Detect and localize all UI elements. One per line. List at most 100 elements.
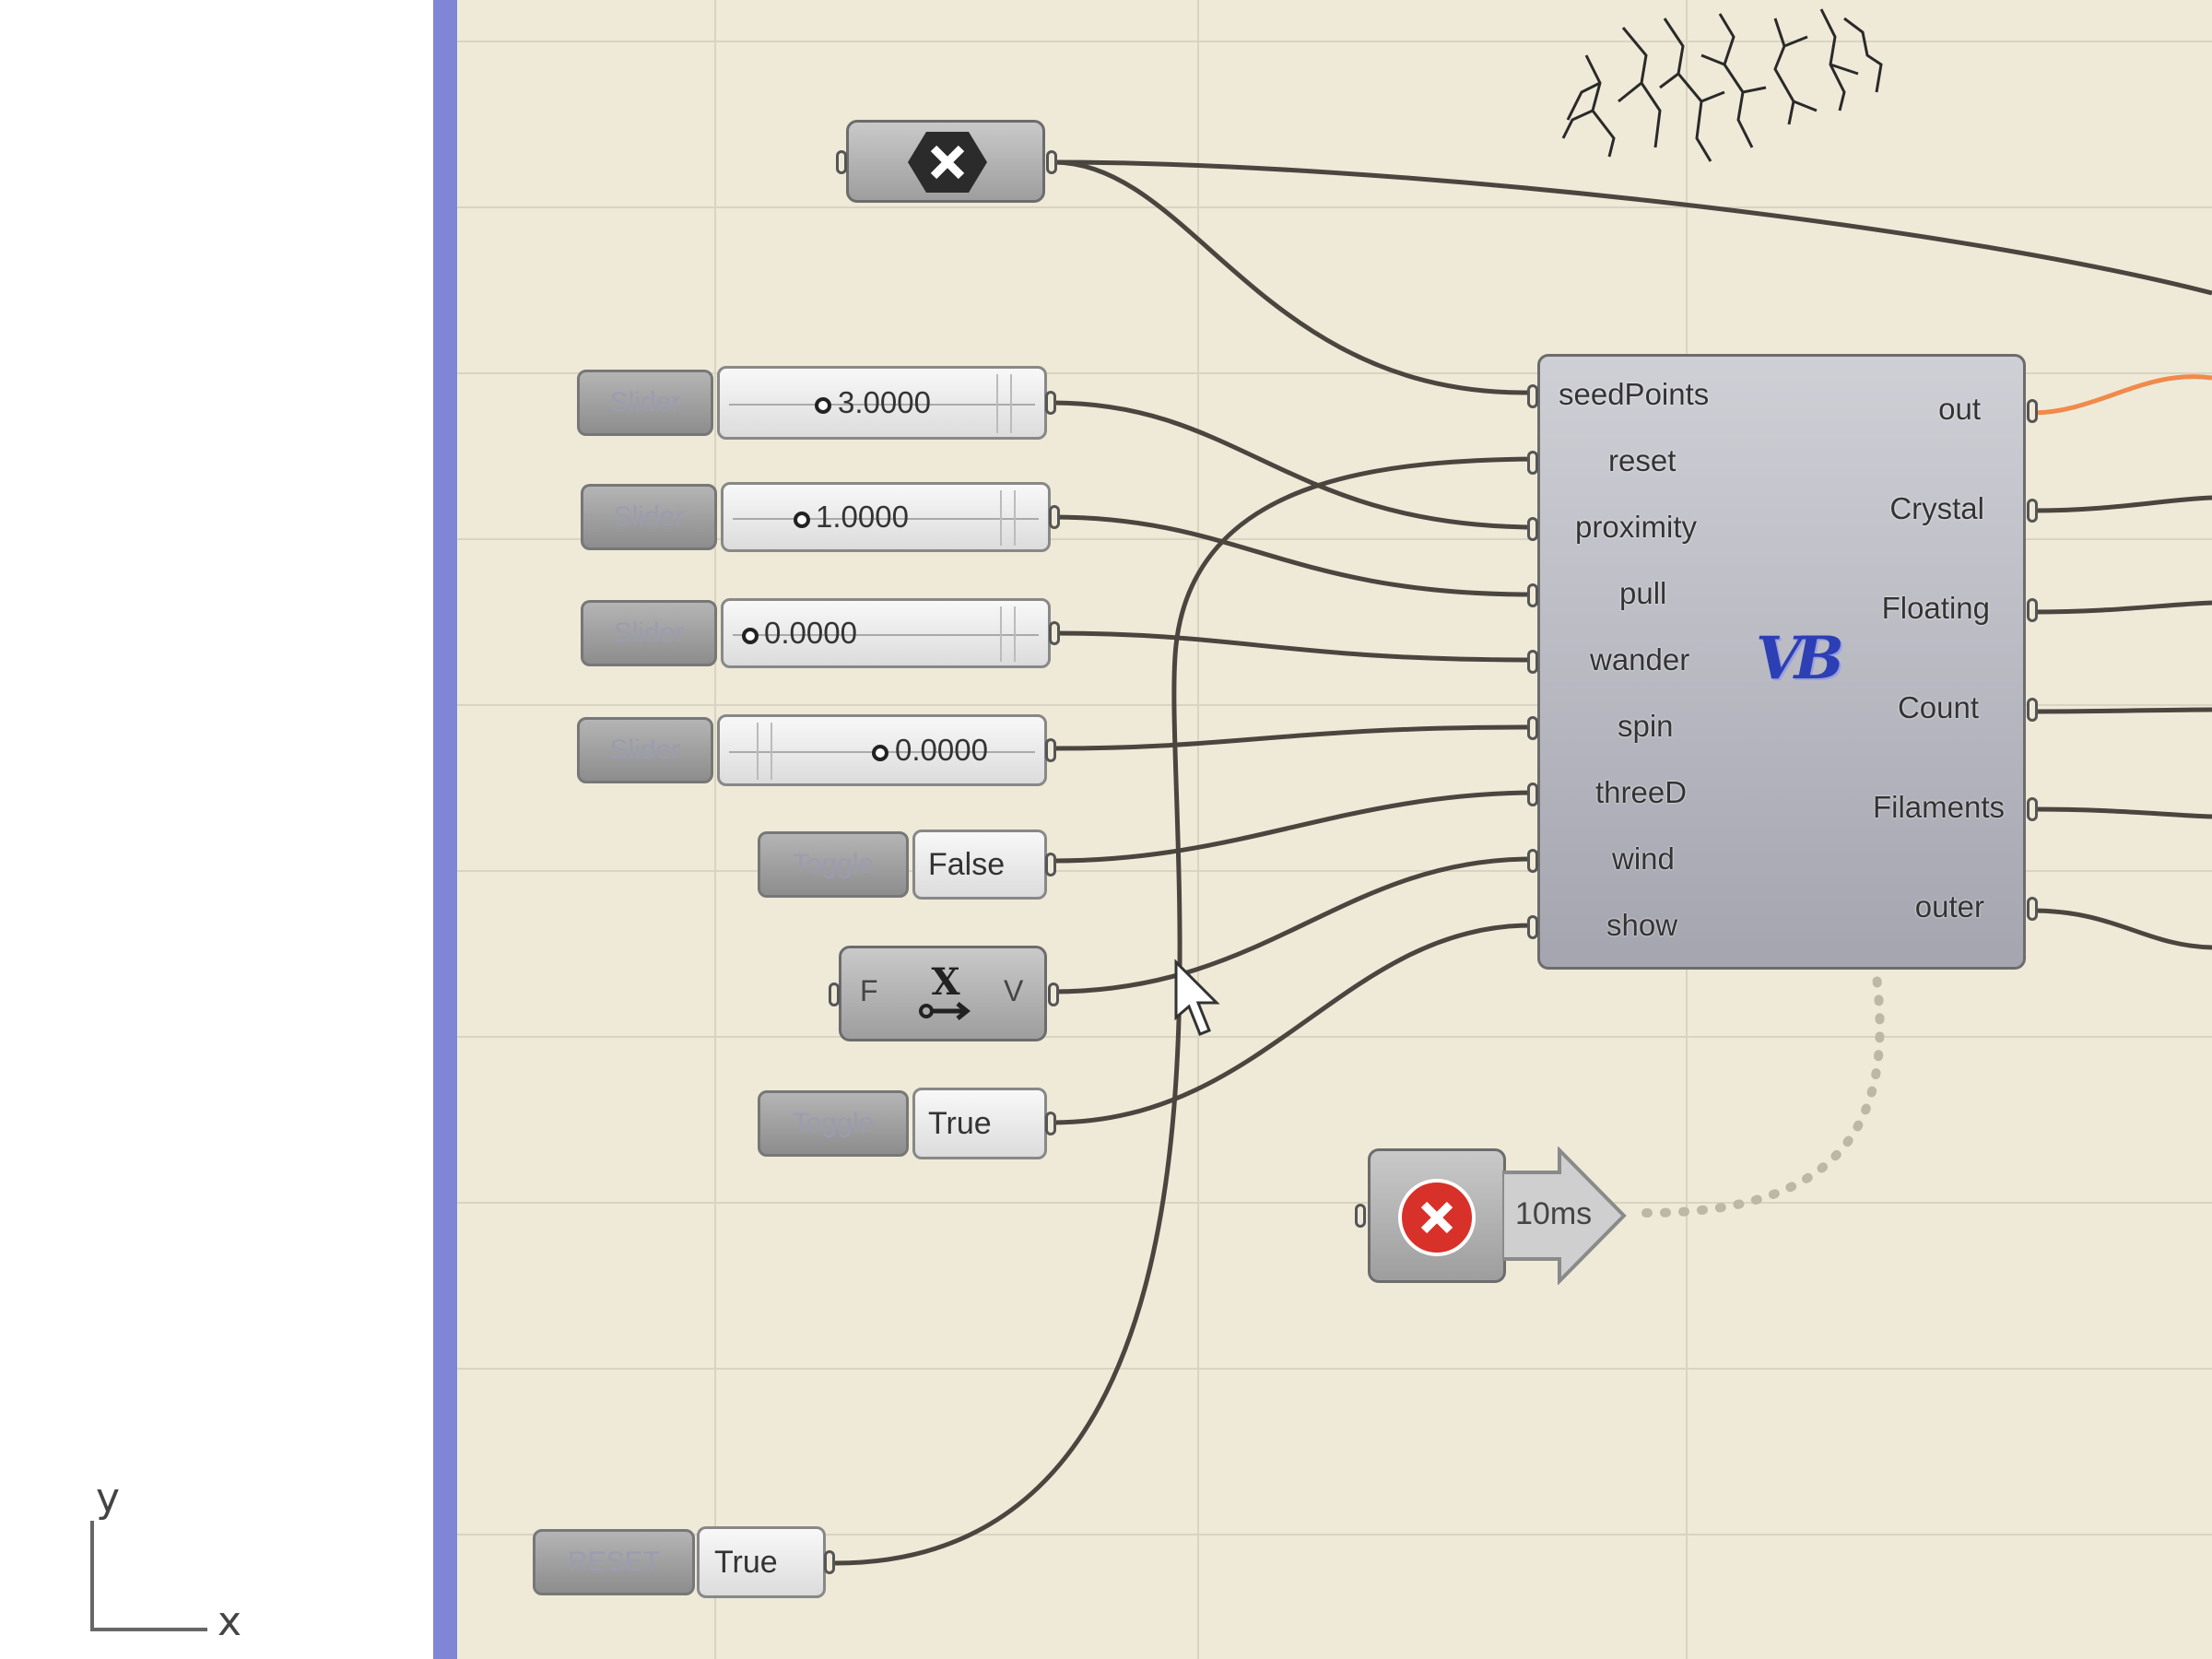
wire-main-longrun [1052,159,2212,296]
input-spin: spin [1618,709,1674,743]
stop-icon[interactable] [1396,1177,1477,1258]
bool-param[interactable] [836,120,1057,203]
output-grip[interactable] [2027,499,2038,523]
output-grip[interactable] [824,1550,835,1574]
output-grip[interactable] [1045,738,1056,762]
slider-knob[interactable] [872,745,888,761]
wire-out-active [2030,374,2212,416]
wire-out-crystal [2030,495,2212,513]
input-grip[interactable] [829,982,840,1006]
input-pull: pull [1619,576,1667,610]
output-grip[interactable] [1049,621,1060,645]
output-grip[interactable] [1046,150,1057,174]
reset-value[interactable]: True [697,1526,826,1598]
reset-button[interactable]: RESET True [533,1526,835,1598]
wire-slider4 [1052,724,1533,751]
wire-slider2 [1052,514,1533,597]
wire-toggle-true [1052,923,1533,1125]
timer-body[interactable] [1368,1148,1506,1283]
wire-layer [834,8,2212,1566]
slider-tag: Slider [577,370,713,436]
slider-track[interactable]: 1.0000 [721,482,1051,552]
wire-slider3 [1052,630,1533,663]
output-grip[interactable] [2027,399,2038,423]
input-grip[interactable] [1527,716,1538,740]
cursor-icon [1174,959,1220,1036]
number-slider-3[interactable]: Slider 0.0000 [581,598,1060,668]
input-label-f: F [860,974,878,1007]
slider-tag: Slider [581,600,717,666]
slider-knob[interactable] [794,512,810,528]
input-proximity: proximity [1575,510,1698,544]
input-grip[interactable] [1527,849,1538,873]
slider-track[interactable]: 0.0000 [721,598,1051,668]
output-filaments: Filaments [1872,790,2005,824]
input-grip[interactable] [836,150,847,174]
timer-arrow [1502,1147,1627,1285]
x-axis-label: x [218,1598,242,1645]
axis-gizmo [90,1521,207,1631]
close-icon [908,132,987,193]
toggle-value[interactable]: True [912,1088,1047,1159]
output-floating: Floating [1881,591,1990,625]
output-grip[interactable] [2027,797,2038,821]
output-grip[interactable] [1045,1112,1056,1135]
input-grip[interactable] [1527,517,1538,541]
input-grip[interactable] [1527,451,1538,475]
expression-icon: X [919,960,971,1020]
input-grip[interactable] [1527,915,1538,939]
timer-link [1641,972,1885,1218]
output-outer: outer [1914,889,1984,924]
boolean-toggle-false[interactable]: Toggle False [758,830,1056,900]
output-out: out [1938,392,1981,426]
slider-knob[interactable] [815,397,831,414]
y-axis-label: y [96,1475,121,1522]
slider-tag: Slider [581,484,717,550]
timer-interval: 10ms [1515,1196,1593,1231]
branching-preview [1561,8,1883,162]
input-threed: threeD [1595,775,1688,809]
slider-track[interactable]: 0.0000 [717,714,1047,786]
input-grip[interactable] [1355,1204,1366,1228]
slider-knob[interactable] [742,628,759,644]
input-seedpoints: seedPoints [1559,377,1710,411]
output-grip[interactable] [1045,853,1056,877]
output-grip[interactable] [1049,505,1060,529]
number-slider-4[interactable]: Slider 0.0000 [577,714,1056,786]
toggle-tag: Toggle [758,1090,909,1157]
input-grip[interactable] [1527,583,1538,607]
wire-main-seedpoints [1052,159,1533,395]
timer-component[interactable]: 10ms [1355,1147,1635,1285]
input-grip[interactable] [1527,384,1538,408]
output-grip[interactable] [2027,897,2038,921]
output-grip[interactable] [2027,698,2038,722]
slider-tag: Slider [577,717,713,783]
vb-script-component[interactable]: seedPoints reset proximity pull wander s… [1527,354,2038,970]
grasshopper-canvas[interactable]: Slider 3.0000 Slider 1.0000 Slider [457,0,2212,1659]
input-grip[interactable] [1527,782,1538,806]
wire-out-filaments [2030,806,2212,819]
input-reset: reset [1608,443,1677,477]
output-grip[interactable] [1045,391,1056,415]
slider-value: 0.0000 [895,733,988,767]
rhino-viewport[interactable]: y x [0,0,433,1659]
number-slider-1[interactable]: Slider 3.0000 [577,366,1056,440]
output-grip[interactable] [1048,982,1059,1006]
expression-component[interactable]: F V X [829,946,1059,1041]
output-grip[interactable] [2027,598,2038,622]
output-label-v: V [1004,974,1024,1007]
output-crystal: Crystal [1889,491,1984,525]
slider-value: 1.0000 [816,500,909,534]
input-grip[interactable] [1527,650,1538,674]
wire-out-floating [2030,600,2212,615]
boolean-toggle-true[interactable]: Toggle True [758,1088,1056,1159]
number-slider-2[interactable]: Slider 1.0000 [581,482,1060,552]
input-wander: wander [1590,642,1690,677]
canvas-border [433,0,457,1659]
wire-out-outer [2030,908,2212,950]
toggle-value[interactable]: False [912,830,1047,900]
slider-track[interactable]: 3.0000 [717,366,1047,440]
vb-badge: VB [1756,624,1844,693]
output-count: Count [1897,690,1979,724]
wire-reset [834,456,1533,1566]
